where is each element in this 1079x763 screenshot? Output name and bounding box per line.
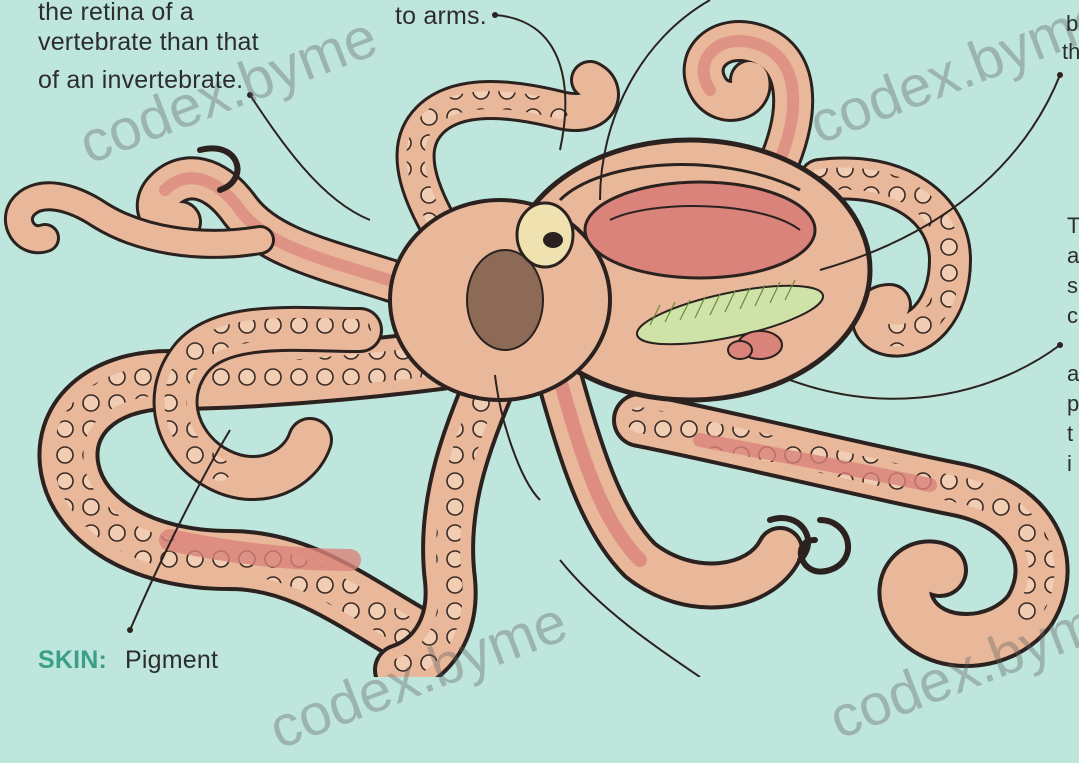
label-skin-text: Pigment xyxy=(125,646,218,675)
label-right-edge-char: p xyxy=(1067,390,1079,418)
label-right-edge-char: t xyxy=(1067,420,1073,448)
label-right-edge-char: T xyxy=(1067,212,1079,240)
label-right-partial-top-1: b xyxy=(1066,10,1078,38)
brain xyxy=(467,250,543,350)
label-retina-line2: vertebrate than that xyxy=(38,28,259,57)
label-right-edge-char: i xyxy=(1067,450,1072,478)
label-retina-line3: of an invertebrate. xyxy=(38,66,243,95)
label-retina-line1: the retina of a xyxy=(38,0,194,27)
eye xyxy=(517,203,573,267)
label-right-edge-char: c xyxy=(1067,302,1078,330)
label-skin-heading: SKIN: xyxy=(38,646,107,675)
label-right-edge-char: a xyxy=(1067,242,1079,270)
label-right-partial-top-2: th xyxy=(1062,38,1079,66)
label-to-arms: to arms. xyxy=(395,2,487,31)
label-right-edge-char: s xyxy=(1067,272,1078,300)
label-right-edge-char: a xyxy=(1067,360,1079,388)
digestive-gland xyxy=(585,182,815,278)
octopus-body xyxy=(390,140,870,400)
